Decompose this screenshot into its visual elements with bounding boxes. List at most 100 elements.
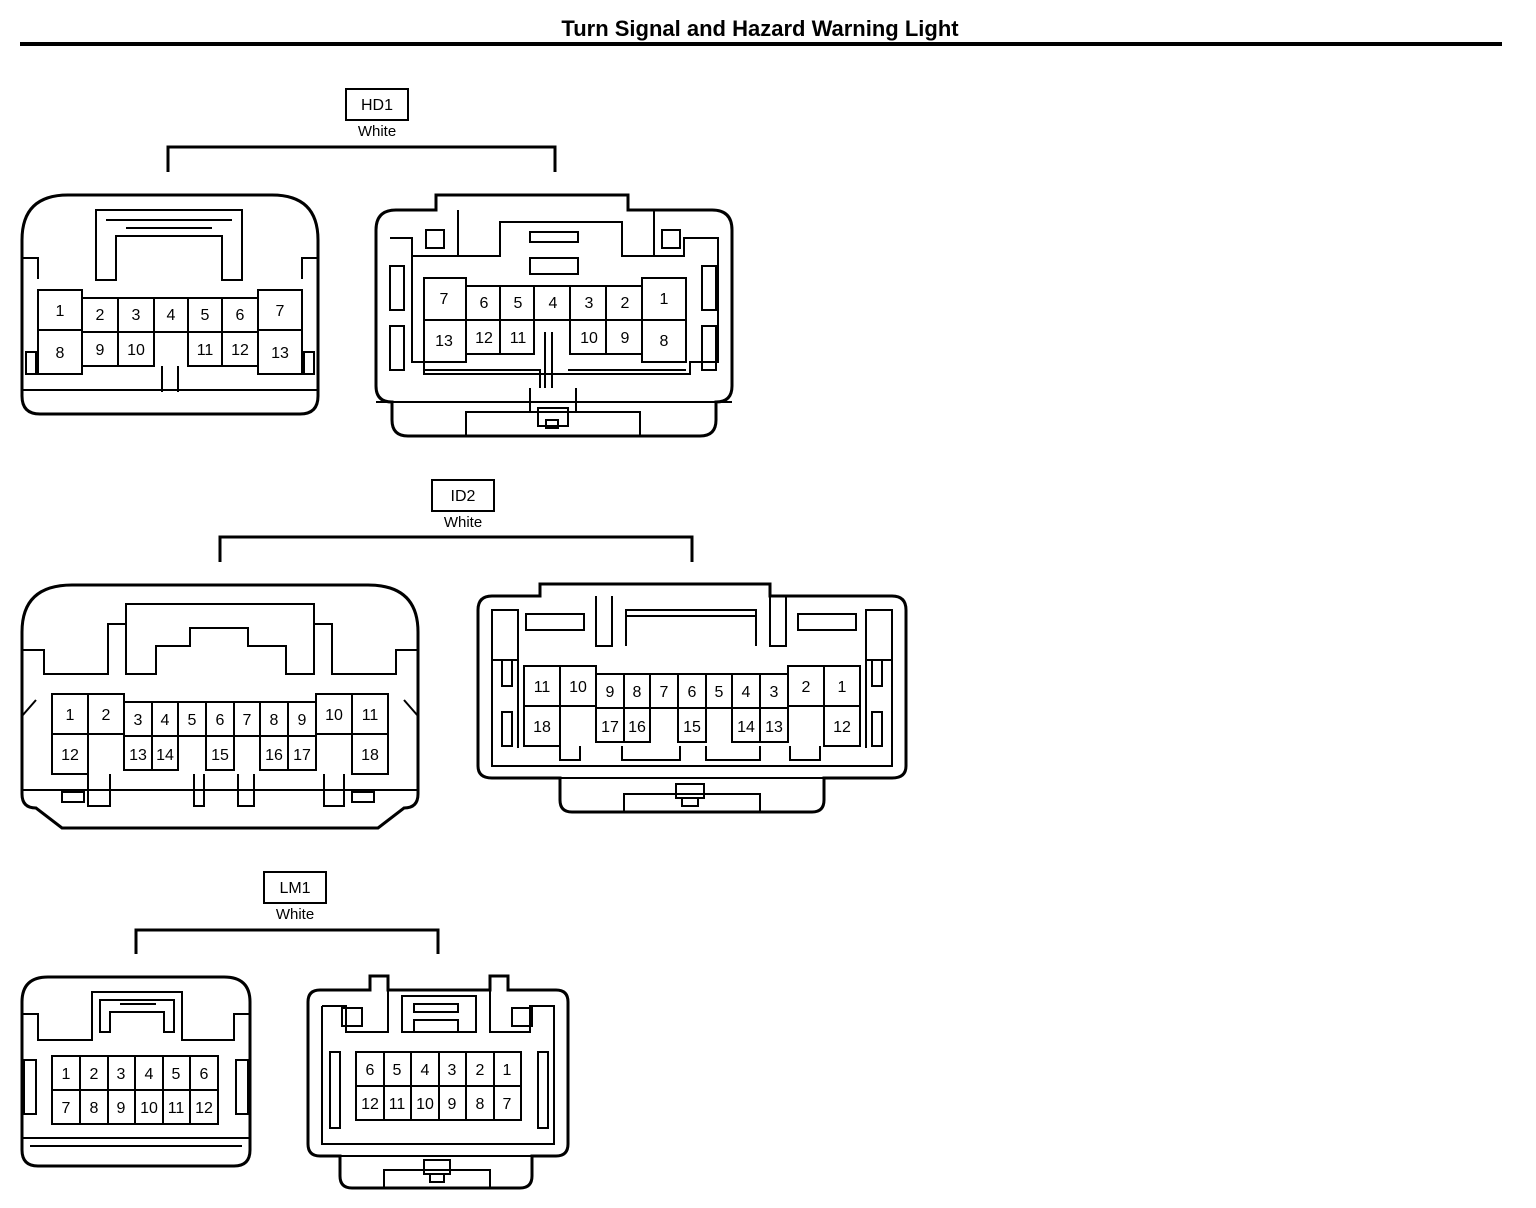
pin-label: 5 <box>188 712 197 729</box>
pin-label: 4 <box>145 1066 154 1083</box>
pin-label: 7 <box>660 684 669 701</box>
pin-label: 3 <box>134 712 143 729</box>
pin-label: 7 <box>440 291 449 308</box>
pin-label: 7 <box>276 303 285 320</box>
pin-label: 15 <box>683 719 701 736</box>
pin-label: 1 <box>838 679 847 696</box>
pin-label: 5 <box>514 295 523 312</box>
pin-label: 11 <box>168 1100 185 1117</box>
pin-label: 6 <box>688 684 697 701</box>
pin-label: 12 <box>833 719 851 736</box>
pin-label: 5 <box>393 1062 402 1079</box>
connector-female-face: 1 2 3 4 5 6 7 8 9 10 11 12 <box>20 975 252 1168</box>
connector-label-box <box>345 88 409 121</box>
connector-female-face: 1 2 3 4 5 6 7 8 9 10 11 12 13 <box>20 193 320 416</box>
pin-label: 3 <box>132 307 141 324</box>
pin-label: 3 <box>117 1066 126 1083</box>
connector-code: ID2 <box>451 488 476 505</box>
pin-label: 18 <box>361 747 379 764</box>
pin-label: 8 <box>476 1096 485 1113</box>
pin-grid <box>51 693 389 775</box>
pin-label: 4 <box>421 1062 430 1079</box>
pin-label: 2 <box>102 707 111 724</box>
pin-label: 8 <box>270 712 279 729</box>
pin-label: 2 <box>90 1066 99 1083</box>
pin-label: 17 <box>293 747 311 764</box>
pin-label: 13 <box>129 747 147 764</box>
pin-label: 14 <box>737 719 755 736</box>
pin-label: 1 <box>503 1062 512 1079</box>
connector-id2: ID2 White <box>20 479 908 830</box>
pin-label: 6 <box>480 295 489 312</box>
pin-grid <box>523 665 861 747</box>
pin-grid <box>423 277 687 363</box>
pin-label: 12 <box>231 342 249 359</box>
pin-label: 8 <box>660 333 669 350</box>
pin-label: 16 <box>265 747 283 764</box>
pin-label: 12 <box>361 1096 379 1113</box>
pin-label: 4 <box>161 712 170 729</box>
connector-bracket <box>134 928 440 954</box>
pin-label: 2 <box>96 307 105 324</box>
pin-label: 8 <box>90 1100 99 1117</box>
connector-color: White <box>444 514 482 531</box>
connector-label-box <box>431 479 495 512</box>
pin-label: 1 <box>62 1066 71 1083</box>
connector-male-face: 11 10 9 8 7 6 5 4 3 2 1 18 17 16 15 14 1… <box>476 582 908 814</box>
pin-label: 16 <box>628 719 646 736</box>
connector-lm1: LM1 White <box>20 871 570 1190</box>
pin-label: 6 <box>200 1066 209 1083</box>
connector-male-face: 7 6 5 4 3 2 1 13 12 11 10 9 8 <box>374 193 734 438</box>
pin-label: 10 <box>416 1096 434 1113</box>
pin-label: 6 <box>236 307 245 324</box>
pin-label: 7 <box>62 1100 71 1117</box>
connector-code: HD1 <box>361 97 393 114</box>
pin-label: 13 <box>435 333 453 350</box>
pin-label: 18 <box>533 719 551 736</box>
connector-code: LM1 <box>279 880 310 897</box>
pin-label: 4 <box>549 295 558 312</box>
pin-label: 7 <box>503 1096 512 1113</box>
pin-grid <box>37 289 303 375</box>
pin-label: 11 <box>510 330 527 347</box>
connector-hd1: HD1 White <box>20 88 734 438</box>
pin-label: 5 <box>172 1066 181 1083</box>
pin-label: 12 <box>61 747 79 764</box>
pin-label: 8 <box>56 345 65 362</box>
pin-label: 14 <box>156 747 174 764</box>
pin-label: 4 <box>167 307 176 324</box>
pin-label: 13 <box>271 345 289 362</box>
pin-label: 1 <box>66 707 75 724</box>
pin-label: 10 <box>569 679 587 696</box>
pin-label: 1 <box>660 291 669 308</box>
pin-label: 7 <box>243 712 252 729</box>
pin-label: 2 <box>802 679 811 696</box>
pin-label: 4 <box>742 684 751 701</box>
pin-label: 17 <box>601 719 619 736</box>
connector-bracket <box>218 535 694 562</box>
pin-grid <box>355 1051 522 1121</box>
pin-label: 3 <box>448 1062 457 1079</box>
pin-label: 15 <box>211 747 229 764</box>
pin-label: 10 <box>127 342 145 359</box>
pin-label: 11 <box>197 342 214 359</box>
pin-label: 9 <box>298 712 307 729</box>
pin-grid <box>51 1055 219 1125</box>
pin-label: 5 <box>201 307 210 324</box>
pin-label: 3 <box>770 684 779 701</box>
pin-label: 3 <box>585 295 594 312</box>
pin-label: 6 <box>216 712 225 729</box>
pin-label: 2 <box>621 295 630 312</box>
pin-label: 9 <box>448 1096 457 1113</box>
pin-label: 1 <box>56 303 65 320</box>
pin-label: 10 <box>325 707 343 724</box>
pin-label: 12 <box>195 1100 213 1117</box>
pin-label: 9 <box>621 330 630 347</box>
connector-color: White <box>358 123 396 140</box>
pin-label: 12 <box>475 330 493 347</box>
pin-label: 9 <box>117 1100 126 1117</box>
pin-label: 10 <box>580 330 598 347</box>
pin-label: 2 <box>476 1062 485 1079</box>
pin-label: 8 <box>633 684 642 701</box>
